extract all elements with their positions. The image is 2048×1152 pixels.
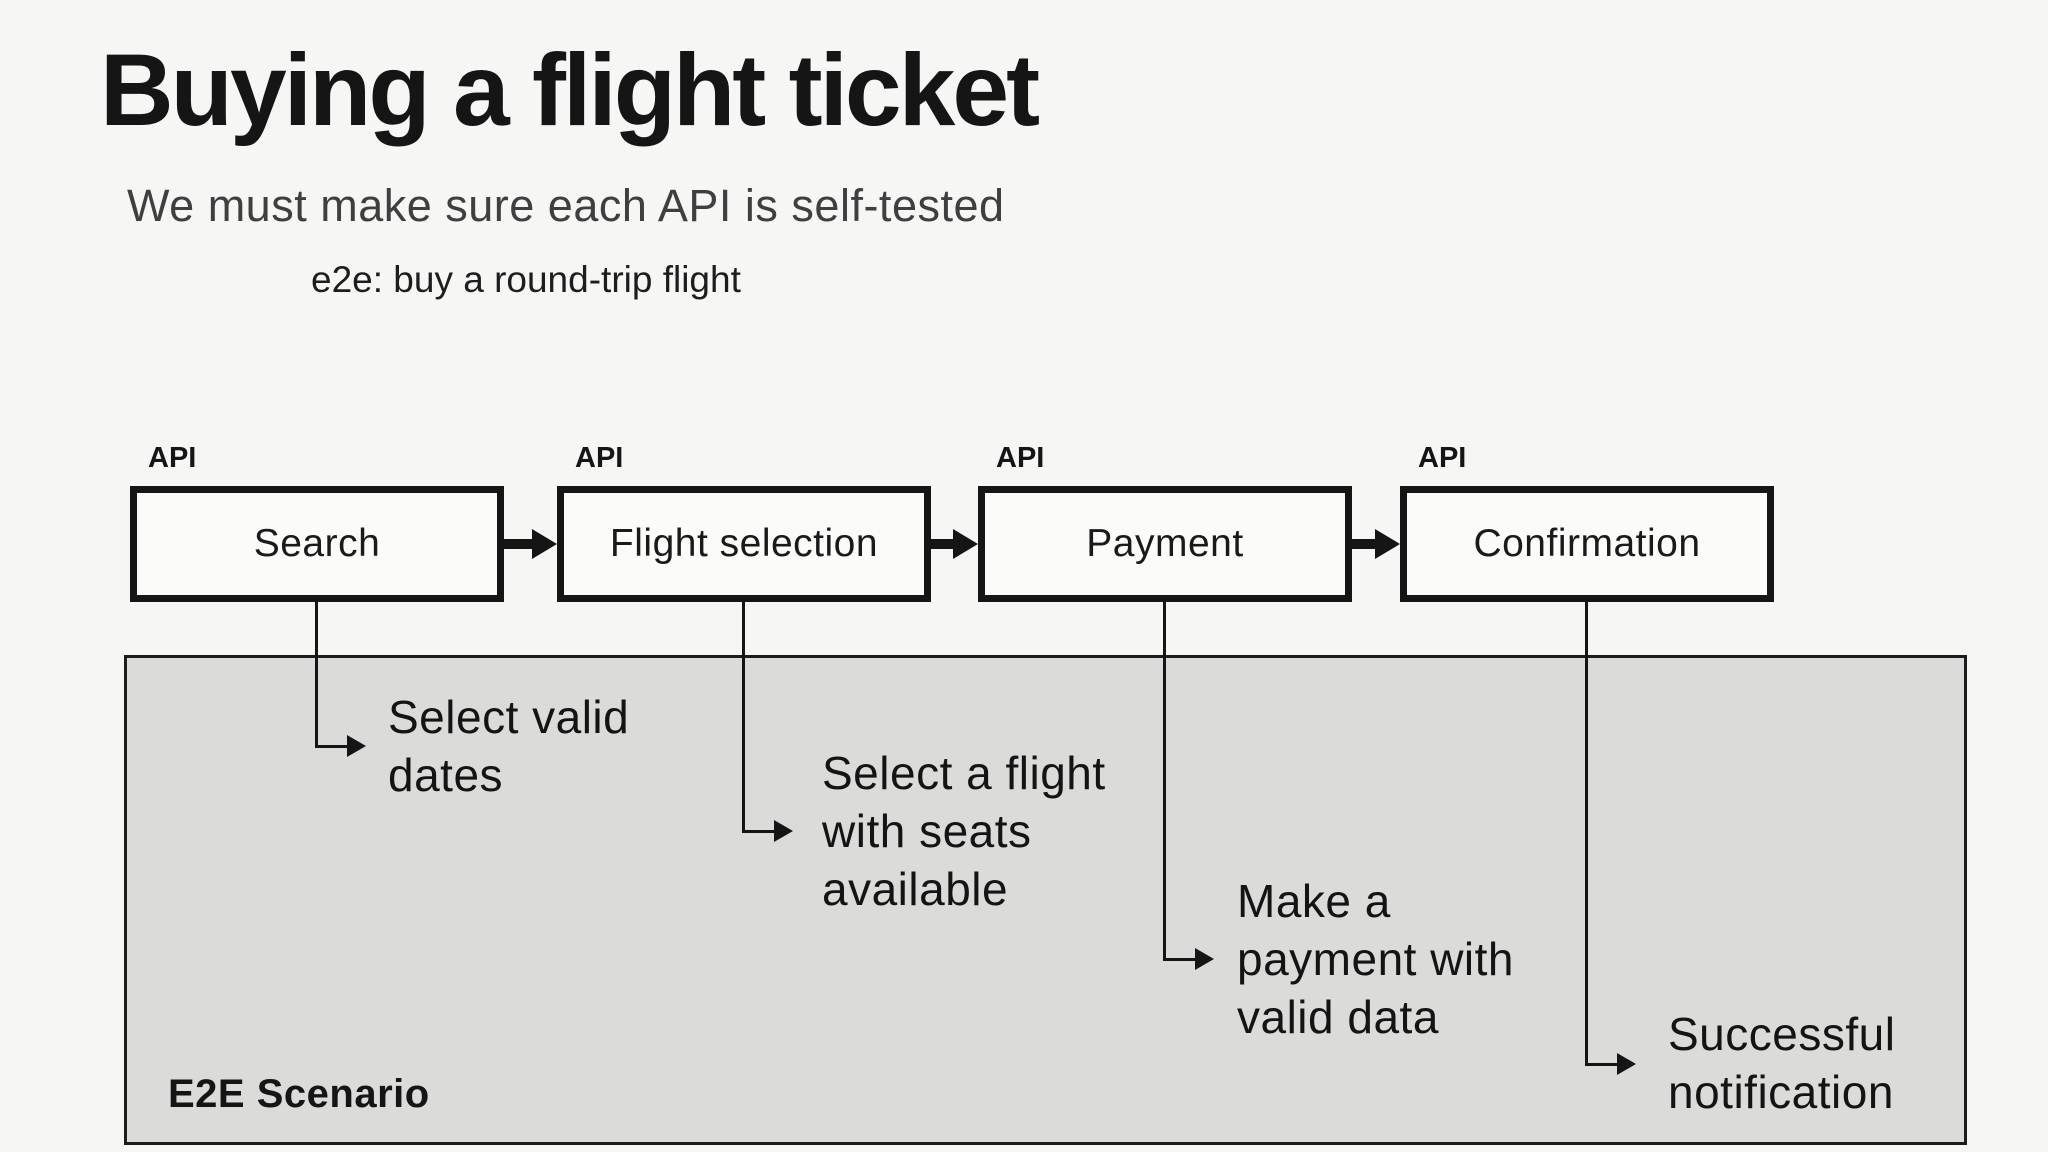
arrow-right-icon <box>1195 948 1214 970</box>
arrow-right-icon <box>1375 529 1400 559</box>
step-label: Payment <box>1086 522 1244 565</box>
step-box-flight-selection: Flight selection <box>557 486 931 602</box>
arrow-right-icon <box>347 735 366 757</box>
arrow-right-icon <box>532 529 557 559</box>
arrow-right-icon <box>1617 1053 1636 1075</box>
step-box-payment: Payment <box>978 486 1352 602</box>
connector-line <box>1163 958 1196 961</box>
note-confirmation: Successful notification <box>1668 1008 1896 1118</box>
scenario-caption: e2e: buy a round-trip flight <box>311 259 741 300</box>
arrow-right-icon <box>774 820 793 842</box>
flow-arrow-line <box>1352 539 1376 549</box>
connector-line <box>1585 600 1588 1066</box>
e2e-scenario-panel <box>124 655 1967 1145</box>
flow-arrow-line <box>504 539 533 549</box>
step-box-search: Search <box>130 486 504 602</box>
step-label: Search <box>253 522 381 565</box>
step-box-confirmation: Confirmation <box>1400 486 1774 602</box>
step-label: Flight selection <box>609 522 879 565</box>
step-label: Confirmation <box>1473 522 1701 565</box>
flow-arrow-line <box>931 539 954 549</box>
e2e-scenario-label: E2E Scenario <box>168 1072 430 1116</box>
note-flight-selection: Select a flight with seats available <box>822 747 1106 915</box>
connector-line <box>315 745 348 748</box>
connector-line <box>1585 1063 1618 1066</box>
connector-line <box>1163 600 1166 961</box>
api-tag-confirmation: API <box>1418 442 1467 474</box>
page-title: Buying a flight ticket <box>100 33 1040 147</box>
connector-line <box>742 830 775 833</box>
arrow-right-icon <box>953 529 978 559</box>
api-tag-flight-selection: API <box>575 442 624 474</box>
note-search: Select valid dates <box>388 691 630 801</box>
connector-line <box>315 600 318 748</box>
api-tag-payment: API <box>996 442 1045 474</box>
note-payment: Make a payment with valid data <box>1237 875 1515 1043</box>
api-tag-search: API <box>148 442 197 474</box>
page-subtitle: We must make sure each API is self-teste… <box>127 180 1005 231</box>
connector-line <box>742 600 745 833</box>
